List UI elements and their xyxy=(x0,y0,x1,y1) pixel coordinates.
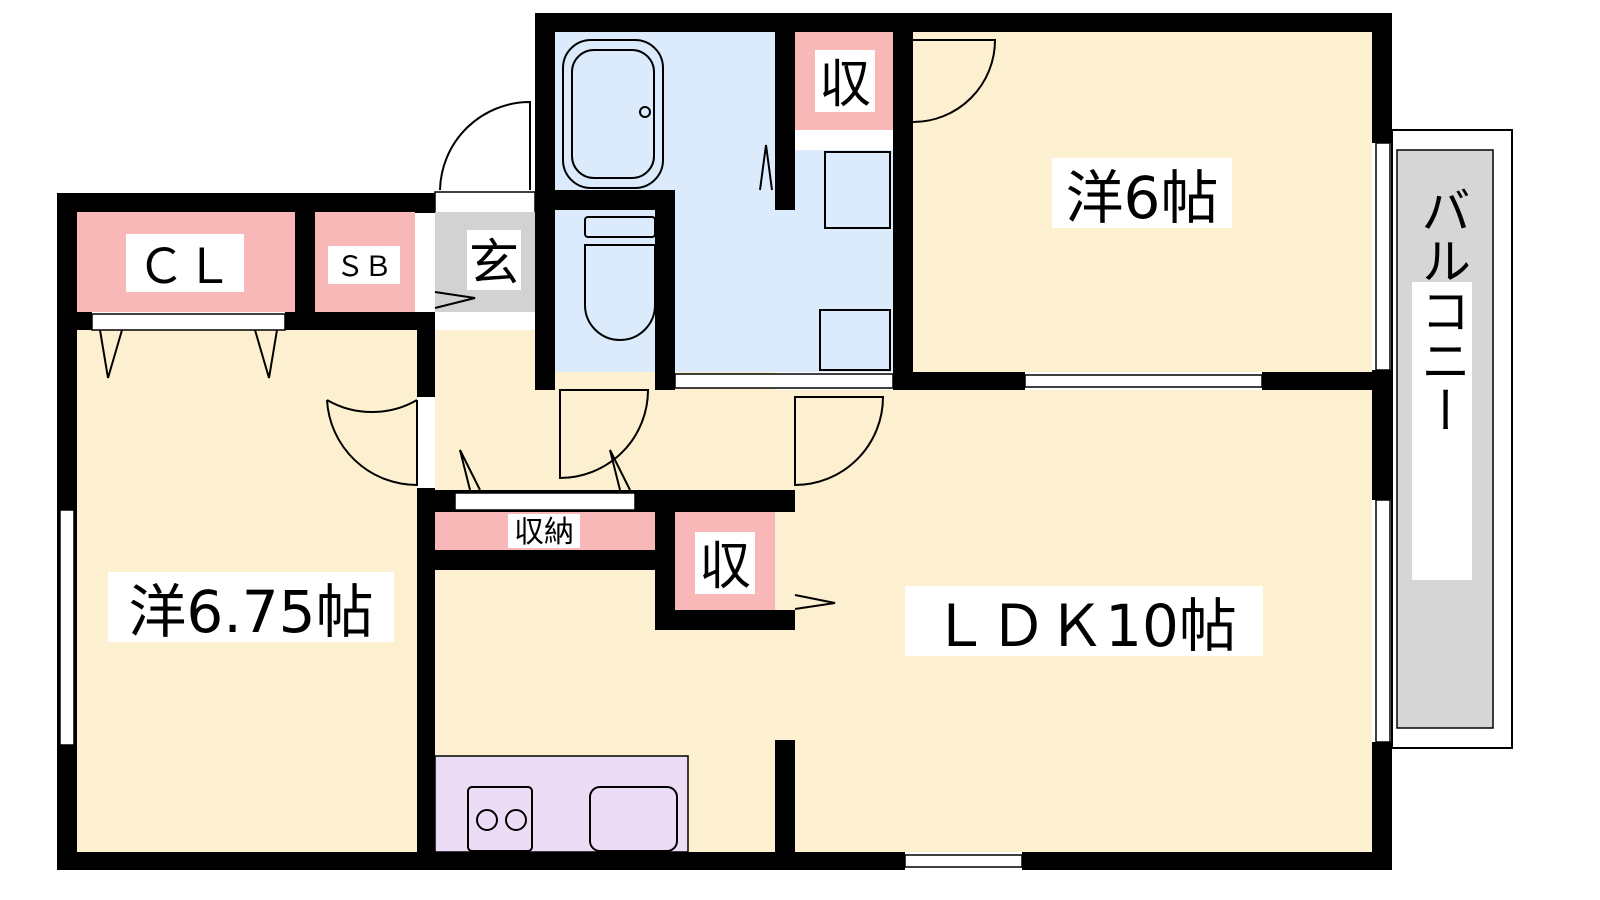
label-storage-hall: 収納 xyxy=(514,515,574,550)
doors xyxy=(91,39,997,610)
washing-machine-icon xyxy=(824,151,891,229)
stove-icon xyxy=(467,786,533,852)
windows xyxy=(59,142,1391,868)
label-storage-top: 収 xyxy=(819,55,871,115)
label-balcony: バルコニー xyxy=(1413,185,1471,435)
washbasin-icon xyxy=(819,309,891,371)
kitchen-counter xyxy=(434,755,689,853)
sink-icon xyxy=(589,786,678,852)
label-storage-mid: 収 xyxy=(699,537,751,597)
label-ldk: ＬＤＫ10帖 xyxy=(931,592,1237,660)
bathtub-icon xyxy=(562,39,664,189)
label-entrance: 玄 xyxy=(469,234,519,292)
label-closet: ＣＬ xyxy=(137,239,233,295)
label-western-6: 洋6帖 xyxy=(1066,164,1219,232)
label-western-675: 洋6.75帖 xyxy=(128,578,373,646)
toilet xyxy=(555,210,655,372)
label-shoe-box: ＳＢ xyxy=(336,250,392,283)
balcony xyxy=(1391,129,1513,749)
